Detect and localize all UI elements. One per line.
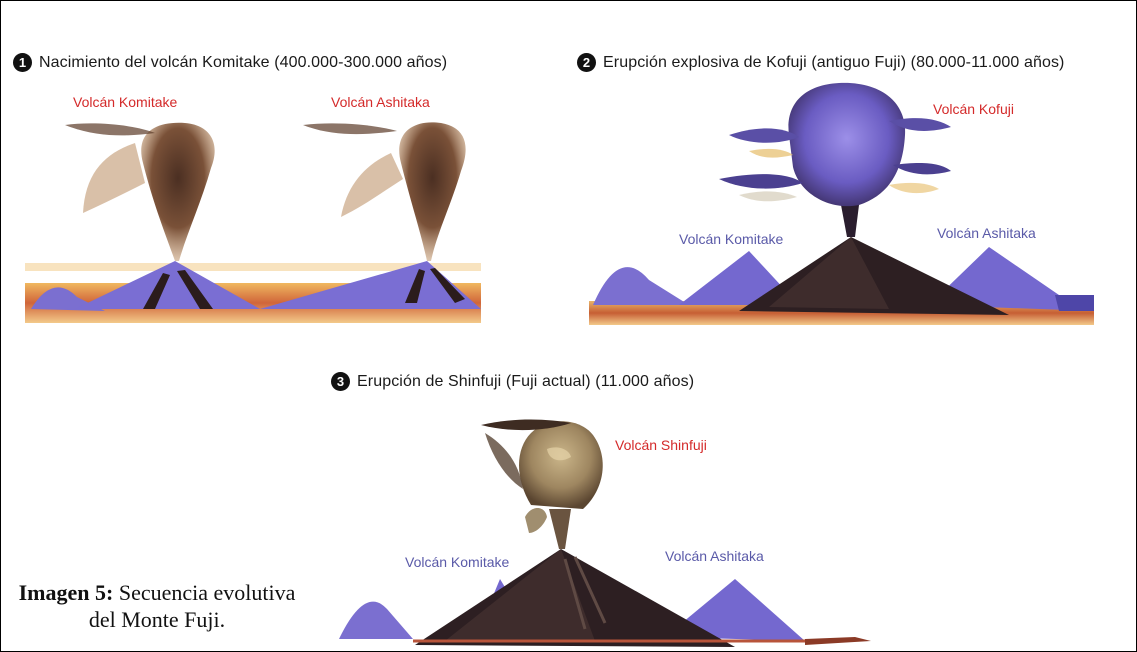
eruption-plume-ashitaka — [399, 122, 465, 261]
step-2-title: Erupción explosiva de Kofuji (antiguo Fu… — [603, 54, 1065, 72]
step-1-heading: 1 Nacimiento del volcán Komitake (400.00… — [13, 53, 447, 72]
step-2-heading: 2 Erupción explosiva de Kofuji (antiguo … — [577, 53, 1065, 72]
step-3-title: Erupción de Shinfuji (Fuji actual) (11.0… — [357, 373, 694, 391]
small-hill — [593, 267, 689, 305]
number-badge-2-icon: 2 — [577, 53, 596, 72]
label-volcan-komitake-1: Volcán Komitake — [73, 94, 177, 110]
eruption-cloud-kofuji — [788, 83, 905, 206]
caption-text: Secuencia evolutiva del Monte Fuji. — [89, 580, 296, 632]
step-1-illustration — [25, 113, 481, 335]
eruption-plume-komitake — [141, 123, 214, 261]
eruption-plume-shinfuji — [519, 421, 603, 509]
step-3-heading: 3 Erupción de Shinfuji (Fuji actual) (11… — [331, 372, 694, 391]
step-2-illustration — [589, 75, 1101, 331]
figure-caption: Imagen 5: Secuencia evolutiva del Monte … — [7, 579, 307, 633]
small-hill — [339, 602, 413, 639]
step-1-title: Nacimiento del volcán Komitake (400.000-… — [39, 54, 447, 72]
caption-label: Imagen 5: — [19, 580, 114, 605]
label-volcan-ashitaka-1: Volcán Ashitaka — [331, 94, 430, 110]
number-badge-1-icon: 1 — [13, 53, 32, 72]
number-badge-3-icon: 3 — [331, 372, 350, 391]
step-3-illustration — [335, 409, 885, 651]
